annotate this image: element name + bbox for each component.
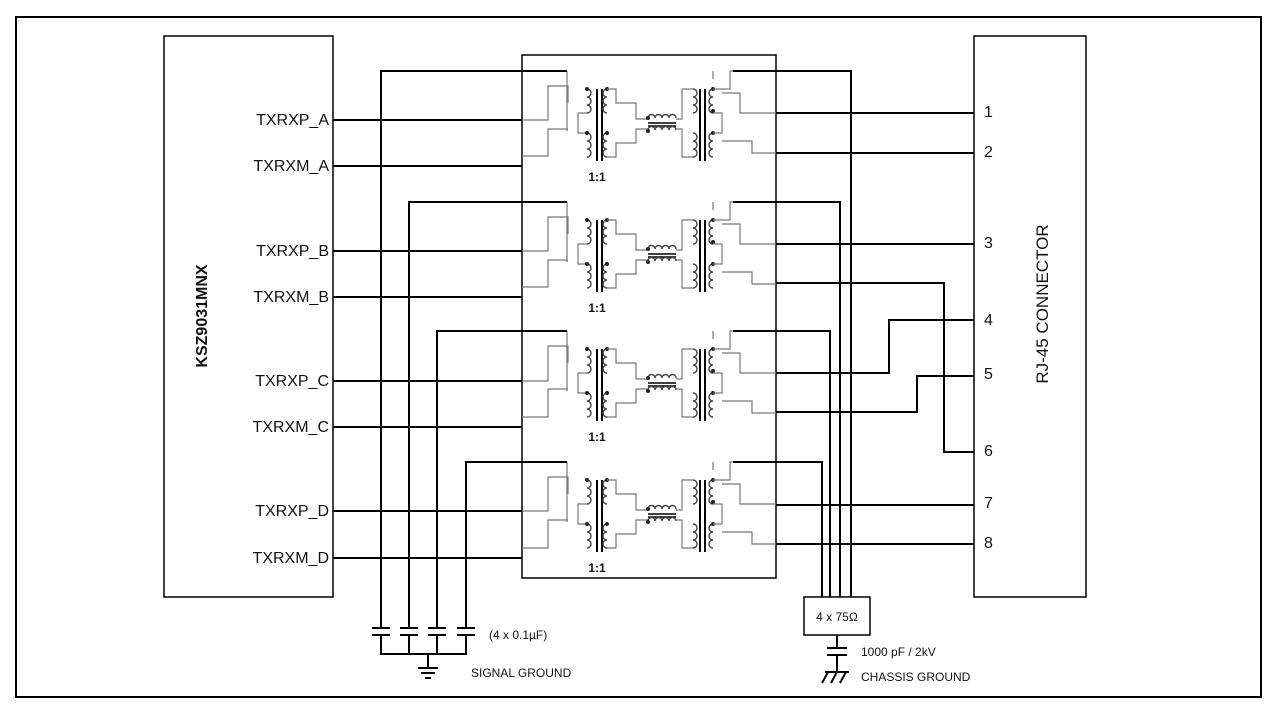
pin-6: 6: [984, 443, 993, 460]
transformer-channel: 1:1: [522, 201, 776, 315]
termination-resistor-pack: [803, 596, 871, 636]
signal-label: TXRXM_D: [253, 550, 329, 567]
pin-8: 8: [984, 535, 993, 552]
chip-name: KSZ9031MNX: [194, 264, 211, 367]
figure-frame: [15, 16, 1262, 698]
transformer-channel: 1:1: [522, 461, 776, 575]
signal-label: TXRXM_B: [253, 289, 329, 306]
turns-ratio-label: 1:1: [588, 301, 606, 315]
pin-3: 3: [984, 235, 993, 252]
signal-label: TXRXP_B: [256, 243, 329, 260]
resistor-label: 4 x 75Ω: [816, 610, 858, 624]
signal-lines: TXRXP_A TXRXM_A TXRXP_B TXRXM_B TXRXP_C TXRXM…: [253, 112, 522, 567]
pin-1: 1: [984, 104, 993, 121]
chassis-ground-label: CHASSIS GROUND: [861, 670, 971, 684]
capacitor-label: (4 x 0.1µF): [489, 628, 547, 642]
signal-label: TXRXM_C: [253, 419, 329, 436]
pin-2: 2: [984, 144, 993, 161]
signal-ground-label: SIGNAL GROUND: [471, 666, 572, 680]
pin-7: 7: [984, 495, 993, 512]
connector-name: RJ-45 CONNECTOR: [1033, 224, 1052, 383]
magnetics-module: [521, 54, 777, 579]
transformer-channel: 1:1: [522, 70, 776, 184]
signal-ground-icon: [418, 667, 438, 679]
line-center-tap-wires: [733, 70, 852, 597]
connector-wires: [776, 112, 974, 545]
cap-ground-bus: [380, 641, 467, 655]
rj45-connector-block: RJ-45 CONNECTOR: [973, 35, 1087, 598]
turns-ratio-label: 1:1: [588, 430, 606, 444]
transformer-channel: 1:1: [522, 330, 776, 444]
signal-label: TXRXM_A: [253, 158, 329, 175]
chassis-ground-icon: [821, 671, 849, 684]
transformer-channels: 1:1 1:1 1:1 1:1: [522, 70, 776, 575]
phy-chip-block: KSZ9031MNX: [163, 35, 334, 598]
signal-label: TXRXP_A: [256, 112, 329, 129]
signal-label: TXRXP_C: [255, 373, 329, 390]
signal-label: TXRXP_D: [255, 503, 329, 520]
pin-numbers: 1 2 3 4 5 6 7 8: [984, 104, 993, 552]
chassis-cap-label: 1000 pF / 2kV: [861, 645, 936, 659]
turns-ratio-label: 1:1: [588, 561, 606, 575]
pin-5: 5: [984, 366, 993, 383]
turns-ratio-label: 1:1: [588, 170, 606, 184]
decoupling-capacitors: [372, 622, 475, 654]
center-tap-wires: [380, 70, 567, 622]
pin-4: 4: [984, 312, 993, 329]
